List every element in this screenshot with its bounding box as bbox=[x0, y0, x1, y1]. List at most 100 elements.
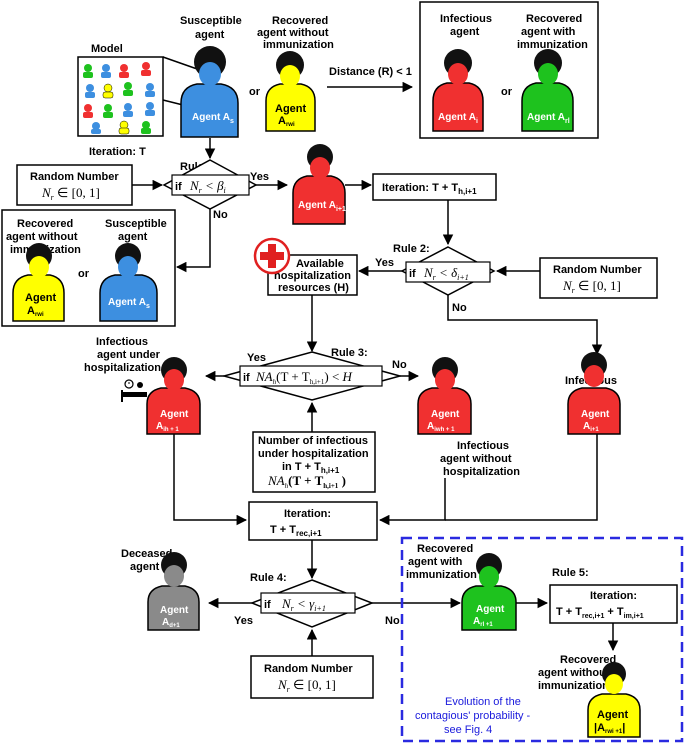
rule1-no: No bbox=[213, 209, 228, 221]
rule5-iteration-line2: T + Trec,i+1 + Tim,i+1 bbox=[556, 606, 644, 620]
infectious-agent-text: Agent Ai bbox=[438, 112, 478, 125]
rule3-yes: Yes bbox=[247, 352, 266, 364]
final-label-1: Recovered bbox=[560, 654, 616, 666]
rule5-rec-label-2: agent with bbox=[408, 556, 463, 568]
or-top-left: or bbox=[249, 86, 261, 98]
infectious-label-2: agent bbox=[450, 26, 480, 38]
deceased-agent-text: Agent bbox=[160, 605, 189, 616]
recovered-wo-label-1: Recovered bbox=[272, 15, 328, 27]
rule3-expr: NAh(T + Th,i+1) < H bbox=[255, 369, 353, 386]
model-crowd-icon bbox=[83, 62, 155, 135]
zoom-line-top bbox=[162, 56, 201, 71]
rule1-random-box bbox=[16, 164, 133, 206]
final-label-2: agent without bbox=[538, 667, 610, 679]
left-sus-agent-icon bbox=[99, 243, 158, 322]
rule2-if: if bbox=[409, 268, 416, 280]
hosp-agent-text: Agent bbox=[160, 409, 189, 420]
rule2-no-arrow bbox=[447, 295, 603, 356]
rule1-random-title: Random Number bbox=[30, 171, 119, 183]
left-sus-label-1: Susceptible bbox=[105, 218, 167, 230]
left-rec-label-1: Recovered bbox=[17, 218, 73, 230]
infectious-label-1: Infectious bbox=[440, 13, 492, 25]
hospital-bed-icon bbox=[121, 379, 147, 402]
rule1-no-arrow bbox=[175, 209, 211, 273]
hosp-label-3: hospitalization bbox=[84, 362, 161, 374]
rule3-no: No bbox=[392, 359, 407, 371]
rule1-random-expr: Nr ∈ [0, 1] bbox=[41, 185, 100, 202]
deceased-agent-icon bbox=[147, 552, 200, 631]
susceptible-label-2: agent bbox=[195, 29, 225, 41]
iteration-h-text: Iteration: T + Th,i+1 bbox=[382, 182, 477, 196]
rule2-cond-box bbox=[405, 261, 491, 283]
recovered-wo-agent-text: Agent bbox=[275, 103, 307, 115]
rule5-rec-label-3: immunization bbox=[406, 569, 477, 581]
rule2-random-title: Random Number bbox=[553, 264, 642, 276]
rule1-infected-agent-icon bbox=[292, 144, 346, 225]
rule4-yes: Yes bbox=[234, 615, 253, 627]
nohosp-agent-text: Agent bbox=[431, 409, 460, 420]
recovered-wo-label-3: immunization bbox=[263, 39, 334, 51]
susceptible-agent-icon bbox=[180, 46, 239, 138]
or-top-right: or bbox=[501, 86, 513, 98]
model-iteration: Iteration: T bbox=[89, 146, 146, 158]
deceased-label-2: agent bbox=[130, 561, 160, 573]
rule3-label: Rule 3: bbox=[331, 347, 368, 359]
rule3-cond-box bbox=[239, 365, 383, 387]
hosp-count-text-1: Number of infectious bbox=[258, 435, 368, 447]
rule5-rec-agent-icon bbox=[461, 553, 517, 631]
resources-text-2: hospitalization bbox=[274, 270, 351, 282]
left-sus-agent-text: Agent As bbox=[108, 297, 150, 310]
nohosp-agent-icon bbox=[417, 357, 472, 435]
hosp-count-text-2: under hospitalization bbox=[258, 448, 369, 460]
final-agent-text: Agent bbox=[597, 709, 629, 721]
rule5-rec-label-1: Recovered bbox=[417, 543, 473, 555]
left-rec-label-2: agent without bbox=[6, 231, 78, 243]
left-sus-label-2: agent bbox=[118, 231, 148, 243]
left-rec-agent-text: Agent bbox=[25, 292, 57, 304]
rule4-no: No bbox=[385, 615, 400, 627]
nohosp-label-2: agent without bbox=[440, 453, 512, 465]
susceptible-label-1: Susceptible bbox=[180, 15, 242, 27]
iteration-rec-box bbox=[248, 501, 378, 541]
recovered-w-label-1: Recovered bbox=[526, 13, 582, 25]
nohosp-to-rec-arrow bbox=[378, 478, 446, 526]
inf-agent-icon bbox=[567, 352, 621, 435]
rule1-expr: Nr < βi bbox=[189, 178, 226, 195]
left-or: or bbox=[78, 268, 90, 280]
rule5-dashed-box bbox=[400, 536, 684, 743]
nohosp-label-1: Infectious bbox=[457, 440, 509, 452]
infectious-agent-icon bbox=[432, 49, 484, 132]
recovered-w-label-2: agent with bbox=[521, 26, 576, 38]
rule5-label: Rule 5: bbox=[552, 567, 589, 579]
recovered-wo-agent-icon bbox=[265, 51, 316, 132]
susceptible-agent-text: Agent As bbox=[192, 112, 234, 125]
inf-to-rec-line bbox=[445, 434, 598, 521]
resources-text-1: Available bbox=[296, 258, 344, 270]
rule4-if: if bbox=[264, 599, 271, 611]
rule1-yes: Yes bbox=[250, 171, 269, 183]
iteration-h-box bbox=[372, 173, 497, 201]
rule5-iteration-line1: Iteration: bbox=[590, 590, 637, 602]
final-label-3: immunization bbox=[538, 680, 609, 692]
recovered-w-agent-icon bbox=[521, 49, 574, 132]
rule1-agent-text: Agent Ai+1 bbox=[298, 200, 346, 213]
rule4-cond-box bbox=[260, 592, 356, 614]
left-rec-agent-icon bbox=[12, 243, 65, 322]
rule1-cond-box bbox=[171, 174, 250, 196]
rule2-no: No bbox=[452, 302, 467, 314]
rule2-yes: Yes bbox=[375, 257, 394, 269]
hosp-to-rec-arrow bbox=[173, 434, 248, 526]
rule1-if: if bbox=[175, 181, 182, 193]
nohosp-label-3: hospitalization bbox=[443, 466, 520, 478]
rule5-rec-agent-text: Agent bbox=[476, 604, 505, 615]
hosp-label-2: agent under bbox=[97, 349, 161, 361]
hospital-cross-icon bbox=[253, 237, 291, 275]
model-title: Model bbox=[91, 43, 123, 55]
final-agent-icon bbox=[587, 662, 641, 738]
distance-label: Distance (R) < 1 bbox=[329, 66, 412, 78]
note-line-2: contagious' probability - bbox=[415, 710, 531, 722]
note-line-3: see Fig. 4 bbox=[444, 724, 492, 736]
resources-text-3: resources (H) bbox=[278, 282, 349, 294]
rule2-random-box bbox=[539, 257, 658, 299]
